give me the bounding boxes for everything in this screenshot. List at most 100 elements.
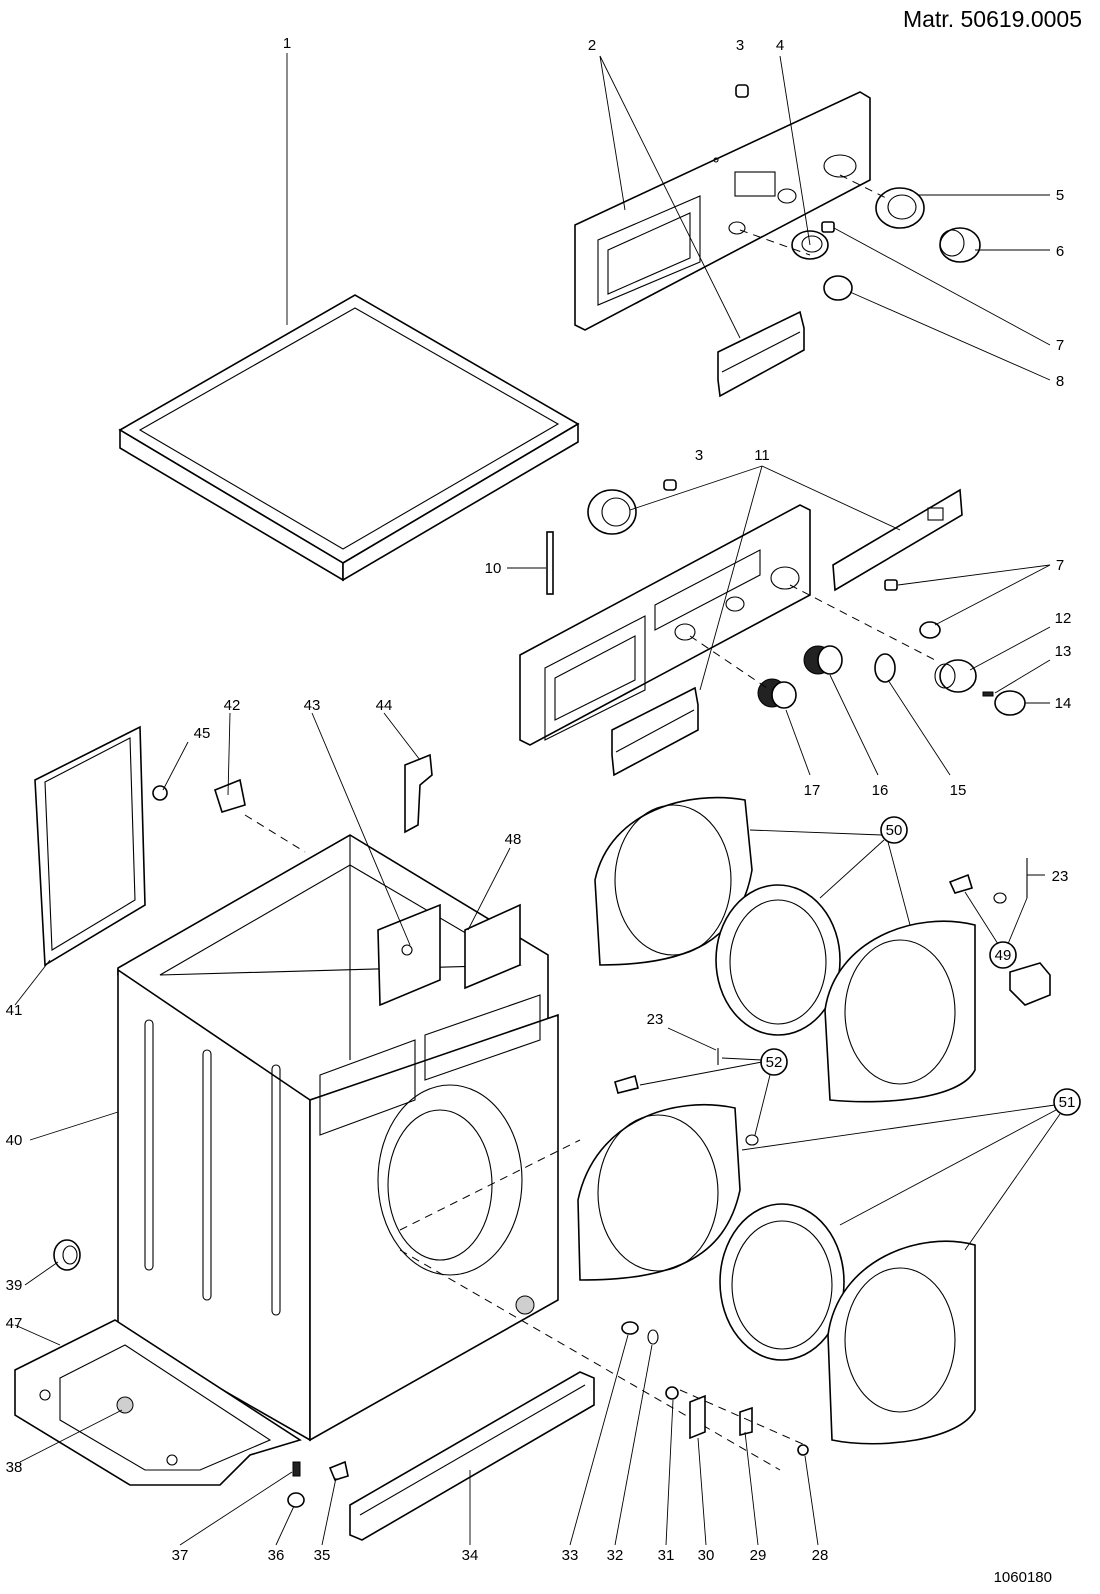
display-strip-part <box>832 488 963 592</box>
leader-11c <box>761 465 901 531</box>
callout-50: 50 <box>886 822 903 839</box>
leader-45 <box>162 741 189 791</box>
leader-50a <box>749 829 883 836</box>
foot-37-part <box>292 1461 301 1477</box>
pin-7-upper <box>821 221 835 233</box>
leader-30 <box>697 1437 707 1546</box>
ring-11-part <box>587 489 637 535</box>
knob-6-part <box>939 227 981 263</box>
callout-40: 40 <box>6 1132 23 1149</box>
knob-15-part <box>874 653 896 683</box>
leader-52c <box>754 1074 771 1136</box>
leader-43 <box>311 712 411 946</box>
door-frame-outer-51-part <box>827 1240 976 1445</box>
leader-15 <box>887 679 951 776</box>
leader-29 <box>744 1431 759 1546</box>
pin-7-lower <box>884 579 898 591</box>
callout-48: 48 <box>505 831 522 848</box>
leader-51b <box>839 1109 1057 1226</box>
callout-41: 41 <box>6 1002 23 1019</box>
base-plate-part <box>14 1319 302 1486</box>
leader-37 <box>179 1471 293 1546</box>
leader-11a <box>629 465 763 511</box>
leader-23b <box>667 1027 717 1051</box>
clip-42-part <box>214 778 246 813</box>
door-glass-50-part <box>715 884 841 1036</box>
clamp-39-part <box>53 1239 81 1271</box>
leader-13 <box>994 659 1051 694</box>
rod-10-part <box>546 531 554 595</box>
leader-50b <box>819 839 885 899</box>
knob-12-part <box>934 659 977 693</box>
leader-17 <box>785 709 811 776</box>
callout-2: 2 <box>588 37 596 54</box>
control-panel-upper-part <box>574 91 871 331</box>
grommet-45-part <box>152 785 168 801</box>
ring-5-part <box>875 187 925 229</box>
pin-3-lower <box>663 479 677 491</box>
detergent-drawer-handle-part <box>717 310 805 398</box>
callout-52: 52 <box>766 1054 783 1071</box>
knob-7-part <box>919 621 941 639</box>
callout-23-lower: 23 <box>647 1011 664 1028</box>
leader-49b <box>1007 897 1028 945</box>
leader-31 <box>665 1399 674 1546</box>
leader-38 <box>19 1409 123 1463</box>
callout-8: 8 <box>1056 373 1064 390</box>
callout-3-lower: 3 <box>695 447 703 464</box>
callout-circle-51 <box>1053 1088 1081 1116</box>
callout-32: 32 <box>607 1547 624 1564</box>
latch-29-part <box>739 1406 753 1437</box>
top-lid-part <box>118 294 580 582</box>
foot-36-part <box>287 1492 305 1508</box>
callout-circle-49 <box>989 941 1017 969</box>
callout-3-upper: 3 <box>736 37 744 54</box>
callout-12: 12 <box>1055 610 1072 627</box>
callout-14: 14 <box>1055 695 1072 712</box>
leader-36 <box>275 1505 295 1546</box>
leader-8 <box>849 291 1051 381</box>
button-8-part <box>823 275 853 301</box>
bracket-43-part <box>377 903 441 1007</box>
leader-12 <box>969 626 1051 671</box>
drawing-title: Matr. 50619.0005 <box>902 6 1082 32</box>
callout-4: 4 <box>776 37 784 54</box>
door-frame-inner-50-part <box>594 796 753 966</box>
leader-51a <box>741 1104 1056 1151</box>
callout-35: 35 <box>314 1547 331 1564</box>
leader-39 <box>24 1261 59 1286</box>
control-panel-lower-part <box>519 504 811 746</box>
callout-23-upper: 23 <box>1052 868 1069 885</box>
kick-panel-34-part <box>349 1371 595 1541</box>
callout-30: 30 <box>698 1547 715 1564</box>
callout-37: 37 <box>172 1547 189 1564</box>
bracket-44-part <box>404 753 433 834</box>
callout-42: 42 <box>224 697 241 714</box>
callout-31: 31 <box>658 1547 675 1564</box>
leader-16 <box>829 674 879 776</box>
leader-52a <box>639 1061 763 1086</box>
bracket-48-part <box>464 903 521 990</box>
door-frame-outer-50-part <box>824 920 976 1103</box>
cabinet-part <box>117 834 559 1442</box>
door-frame-inner-51-part <box>577 1104 741 1281</box>
callout-39: 39 <box>6 1277 23 1294</box>
knob-17-part <box>757 678 797 709</box>
callout-36: 36 <box>268 1547 285 1564</box>
leader-40 <box>29 1111 119 1141</box>
leader-49a <box>964 891 999 945</box>
leader-50c <box>887 841 911 926</box>
callout-6: 6 <box>1056 243 1064 260</box>
callout-7-lower: 7 <box>1056 557 1064 574</box>
pin-33-part <box>621 1321 639 1335</box>
leader-4 <box>779 55 811 246</box>
callout-45: 45 <box>194 725 211 742</box>
leader-7b-1 <box>897 564 1051 586</box>
callout-38: 38 <box>6 1459 23 1476</box>
leader-2b <box>599 55 741 339</box>
pin-3-upper <box>735 84 749 98</box>
drawing-number: 1060180 <box>993 1569 1052 1586</box>
leader-11b <box>699 465 763 691</box>
callout-7-upper: 7 <box>1056 337 1064 354</box>
knob-16-part <box>803 645 843 675</box>
